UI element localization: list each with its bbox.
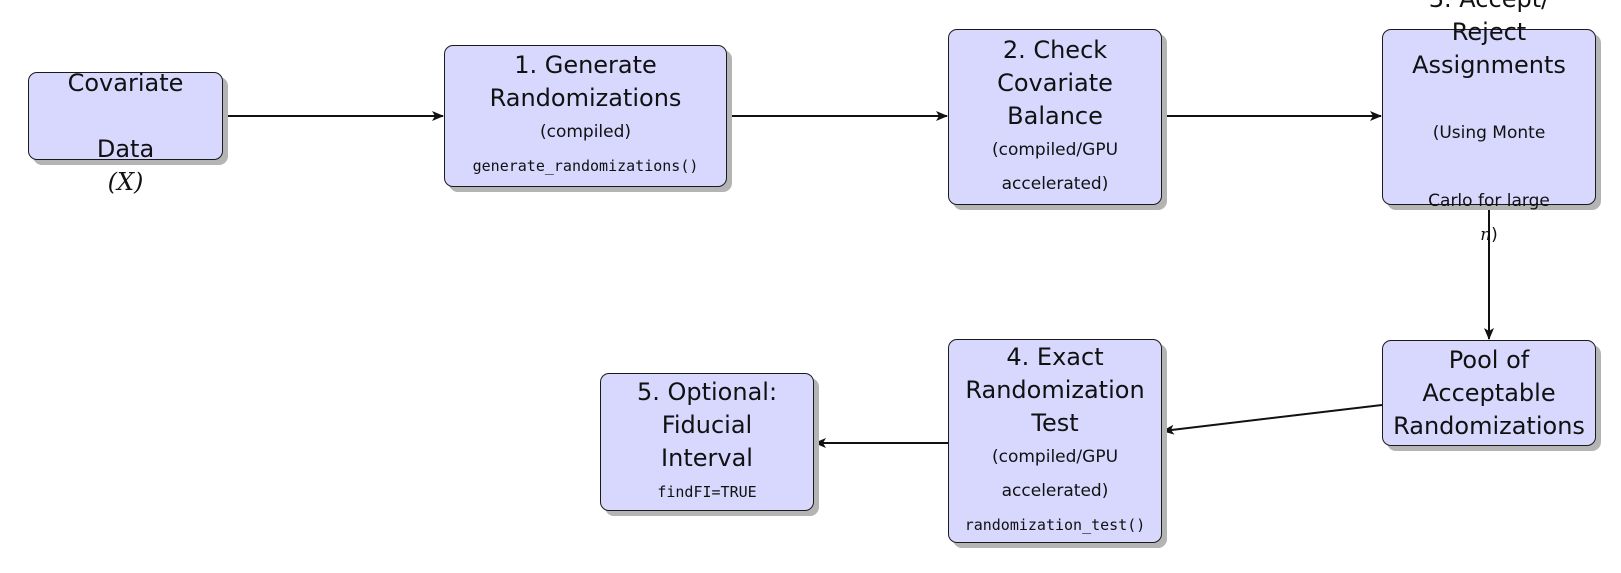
exact-node-subtitle: (compiled/GPU accelerated): [991, 446, 1119, 501]
accept-node-subtitle: (Using Monte Carlo for large n): [1428, 82, 1550, 252]
check-node-subtitle: (compiled/GPU accelerated): [991, 139, 1119, 194]
covariate-data-node: Covariate Data (X): [28, 69, 223, 196]
check-balance-node: 2. Check Covariate Balance (compiled/GPU…: [948, 29, 1162, 205]
generate-node-subtitle: (compiled): [539, 122, 632, 142]
fiducial-node-code: findFI=TRUE: [657, 482, 757, 501]
accept-sub-line2-text: Carlo for large: [1428, 190, 1550, 211]
accept-sub-line1: (Using Monte: [1432, 122, 1546, 143]
accept-sub-math-n: n: [1480, 224, 1492, 245]
arrow-pool-to-exact: [1162, 404, 1383, 435]
generate-node-code: generate_randomizations(): [472, 157, 699, 175]
accept-node-title: 3. Accept/ Reject Assignments: [1412, 0, 1566, 79]
accept-reject-node: 3. Accept/ Reject Assignments (Using Mon…: [1382, 0, 1596, 245]
exact-node-code: randomization_test(): [964, 515, 1146, 534]
covariate-title-data: Data: [96, 134, 155, 163]
accept-sub-line2-end: ): [1491, 224, 1498, 245]
check-node-title: 2. Check Covariate Balance: [997, 35, 1113, 130]
generate-randomizations-node: 1. Generate Randomizations (compiled) ge…: [444, 45, 727, 187]
exact-node-title: 4. Exact Randomization Test: [965, 342, 1145, 437]
exact-test-node: 4. Exact Randomization Test (compiled/GP…: [948, 339, 1162, 543]
pool-node-title: Pool of Acceptable Randomizations: [1393, 345, 1585, 440]
generate-node-title: 1. Generate Randomizations: [489, 51, 682, 112]
acceptable-pool-node: Pool of Acceptable Randomizations: [1382, 340, 1596, 446]
fiducial-interval-node: 5. Optional: Fiducial Interval findFI=TR…: [600, 373, 814, 511]
covariate-node-title: Covariate Data (X): [68, 34, 184, 199]
covariate-math-x: (X): [107, 167, 144, 196]
covariate-title-line1: Covariate: [67, 68, 184, 97]
fiducial-node-title: 5. Optional: Fiducial Interval: [636, 377, 778, 472]
